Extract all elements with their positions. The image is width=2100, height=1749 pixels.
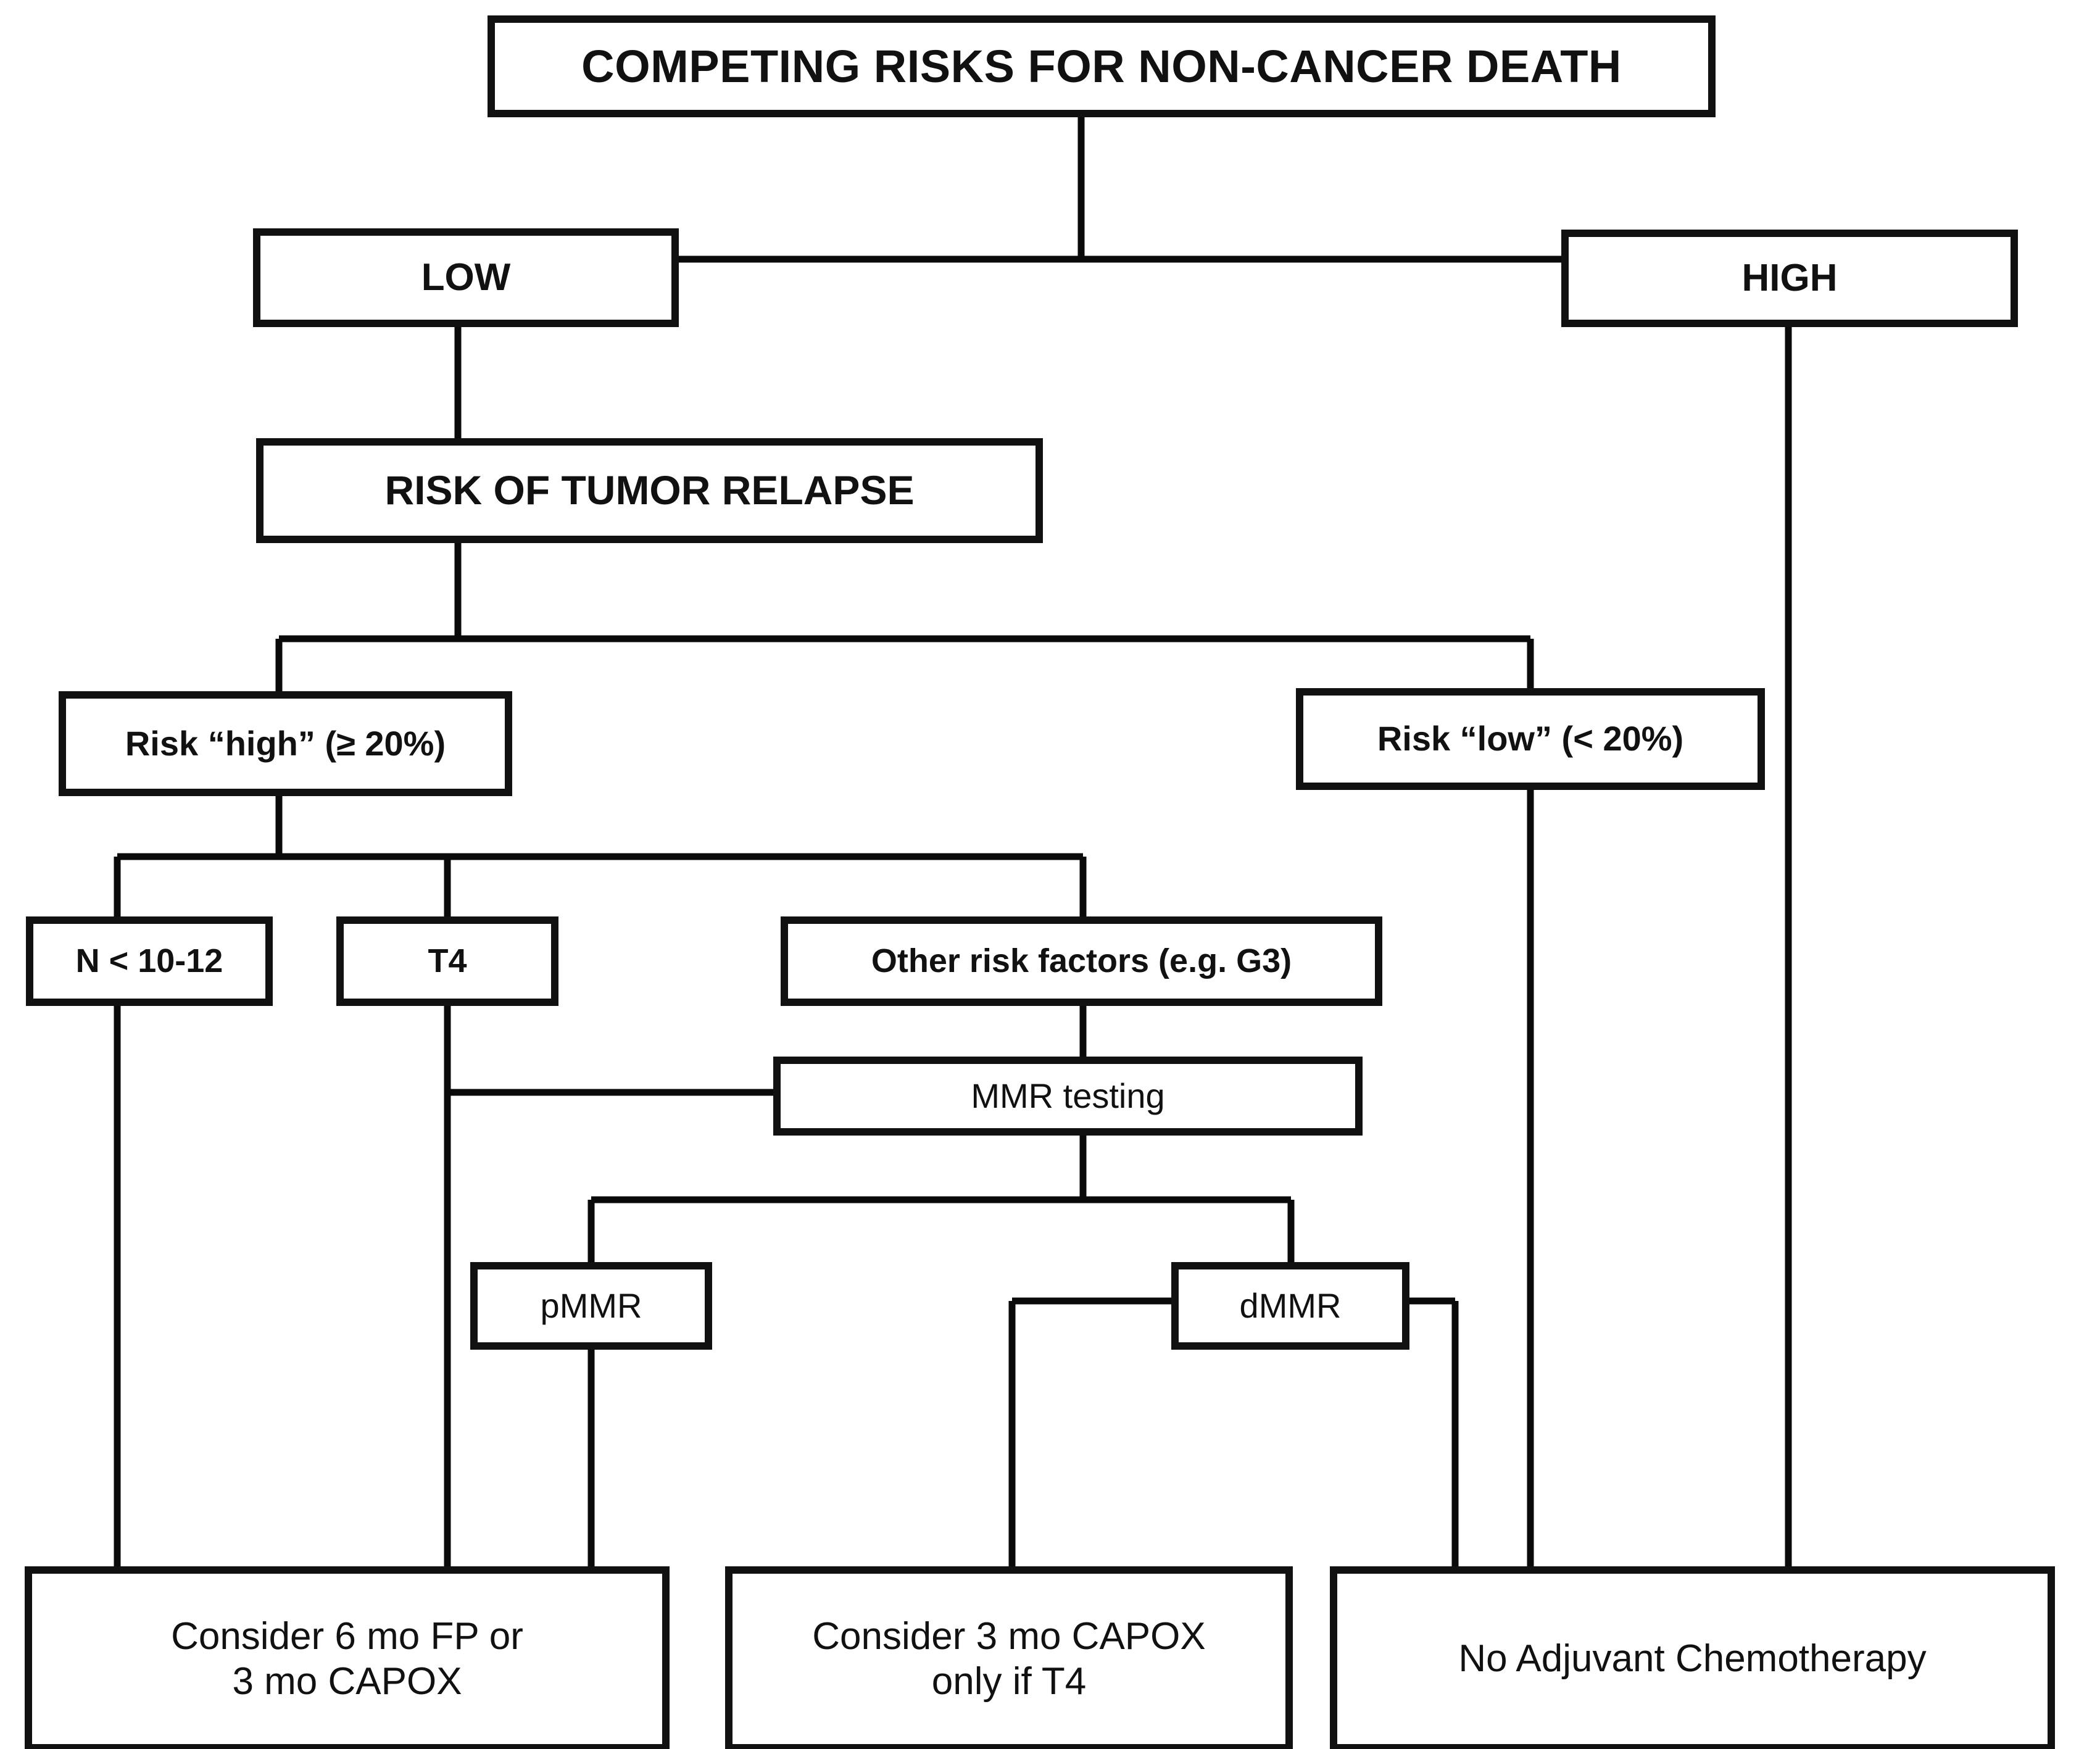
node-outcome-capox-only-if-t4: Consider 3 mo CAPOX only if T4 <box>725 1566 1293 1749</box>
node-label: RISK OF TUMOR RELAPSE <box>384 467 915 513</box>
node-label: LOW <box>421 256 511 299</box>
node-label: COMPETING RISKS FOR NON-CANCER DEATH <box>581 40 1622 92</box>
node-label: No Adjuvant Chemotherapy <box>1458 1637 1927 1680</box>
node-competing-risks-title: COMPETING RISKS FOR NON-CANCER DEATH <box>488 15 1716 117</box>
node-label: Risk “high” (≥ 20%) <box>125 723 446 763</box>
node-label: Consider 3 mo CAPOX only if T4 <box>812 1614 1206 1703</box>
node-risk-low: Risk “low” (< 20%) <box>1296 688 1765 790</box>
node-low: LOW <box>253 228 679 327</box>
node-dmmr: dMMR <box>1171 1262 1409 1350</box>
node-risk-of-tumor-relapse: RISK OF TUMOR RELAPSE <box>256 438 1043 543</box>
node-outcome-no-adjuvant-chemotherapy: No Adjuvant Chemotherapy <box>1330 1566 2055 1749</box>
node-high: HIGH <box>1561 230 2018 327</box>
node-label: T4 <box>428 942 467 979</box>
node-t4: T4 <box>336 916 558 1006</box>
node-pmmr: pMMR <box>470 1262 712 1350</box>
node-n-less-than-10-12: N < 10-12 <box>26 916 273 1006</box>
node-label: HIGH <box>1741 257 1838 300</box>
node-risk-high: Risk “high” (≥ 20%) <box>59 691 512 796</box>
node-label: Consider 6 mo FP or 3 mo CAPOX <box>171 1614 523 1703</box>
node-mmr-testing: MMR testing <box>773 1057 1363 1136</box>
node-outcome-fp-or-capox: Consider 6 mo FP or 3 mo CAPOX <box>25 1566 670 1749</box>
node-other-risk-factors: Other risk factors (e.g. G3) <box>781 916 1382 1006</box>
node-label: N < 10-12 <box>75 942 223 979</box>
node-label: pMMR <box>540 1286 642 1325</box>
node-label: dMMR <box>1239 1286 1342 1325</box>
node-label: Other risk factors (e.g. G3) <box>871 942 1292 979</box>
node-label: MMR testing <box>971 1076 1165 1115</box>
node-label: Risk “low” (< 20%) <box>1377 719 1684 758</box>
